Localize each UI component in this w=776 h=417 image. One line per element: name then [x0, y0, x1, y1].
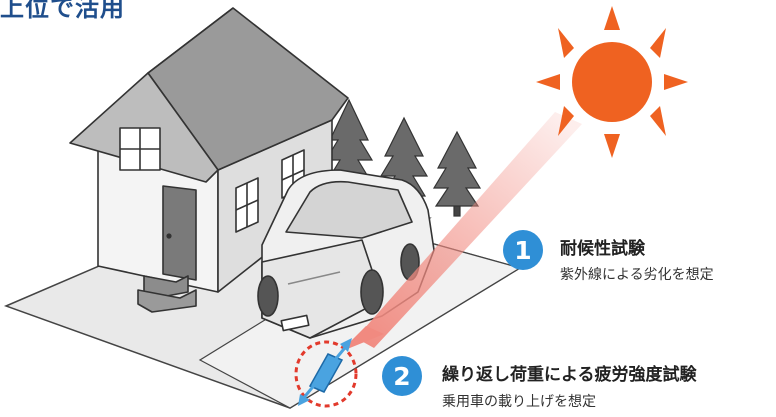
house-icon [69, 7, 349, 313]
sun-icon [536, 6, 688, 158]
tree-icon [432, 130, 482, 217]
test-title-2: 繰り返し荷重による疲労強度試験 [442, 365, 697, 385]
test-marker-2: 2 [382, 356, 422, 396]
arrow-icon [340, 326, 384, 352]
test-title-1: 耐候性試験 [560, 239, 645, 259]
dashed-circle [294, 340, 358, 408]
test-description-1: 紫外線による劣化を想定 [560, 267, 714, 283]
test-marker-1: 1 [503, 230, 543, 270]
header-title: 上位で活用 [0, 0, 125, 22]
car-icon [257, 169, 435, 339]
uv-ray [356, 112, 582, 348]
load-arrow [298, 338, 352, 406]
test-description-2: 乗用車の載り上げを想定 [442, 394, 596, 410]
